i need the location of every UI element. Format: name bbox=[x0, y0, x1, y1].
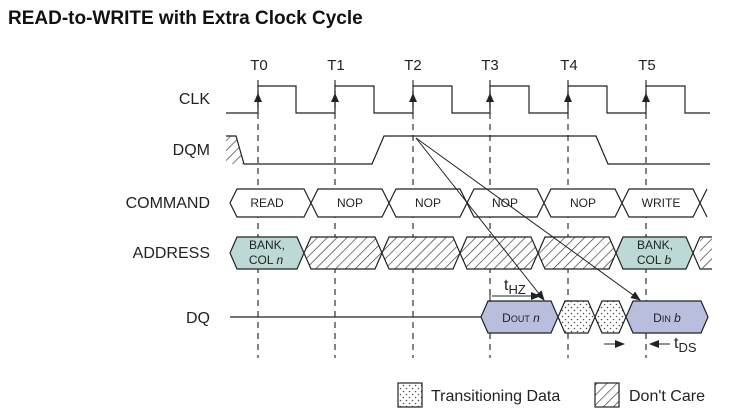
rising-edge-arrow-t5 bbox=[642, 93, 650, 102]
address-dont-care-1 bbox=[303, 236, 383, 270]
rising-edge-arrow-t3 bbox=[486, 93, 494, 102]
address-bank-label-read: BANK, bbox=[249, 238, 285, 252]
command-label-nop-3: NOP bbox=[492, 196, 518, 210]
address-bus: BANK, COL n BANK, COL b bbox=[229, 236, 712, 270]
signal-labels: CLK DQM COMMAND ADDRESS DQ bbox=[126, 91, 211, 327]
dq-bus: DOUT n DIN b bbox=[230, 300, 709, 334]
clk-rising-edge-arrows bbox=[254, 93, 650, 102]
dqm-to-dq-din-arrow bbox=[415, 137, 641, 301]
dq-dout-label: DOUT n bbox=[502, 311, 540, 325]
dq-transitioning-1 bbox=[557, 300, 596, 334]
tds-label: tDS bbox=[674, 335, 697, 355]
rising-edge-arrow-t4 bbox=[564, 93, 572, 102]
dq-din-b-cell bbox=[625, 300, 709, 334]
signal-label-clk: CLK bbox=[179, 91, 210, 108]
legend-dont-care-label: Don't Care bbox=[629, 388, 705, 405]
command-label-nop-1: NOP bbox=[337, 196, 363, 210]
command-label-write: WRITE bbox=[642, 196, 681, 210]
dqm-to-dq-hz-arrow bbox=[415, 137, 545, 301]
tick-label-t0: T0 bbox=[250, 57, 268, 74]
address-col-label-read: COL n bbox=[249, 253, 284, 267]
address-dont-care-4 bbox=[537, 236, 617, 270]
tds-timing: tDS bbox=[604, 335, 697, 355]
rising-edge-arrow-t2 bbox=[409, 93, 417, 102]
address-col-label-write: COL b bbox=[637, 253, 672, 267]
command-label-nop-2: NOP bbox=[415, 196, 441, 210]
legend: Transitioning Data Don't Care bbox=[397, 382, 705, 408]
clk-waveform bbox=[226, 85, 710, 114]
command-label-nop-4: NOP bbox=[570, 196, 596, 210]
address-dont-care-3 bbox=[459, 236, 539, 270]
address-continuation bbox=[692, 236, 712, 270]
command-continuation bbox=[699, 188, 708, 218]
rising-edge-arrow-t0 bbox=[254, 93, 262, 102]
address-dont-care-tail bbox=[700, 238, 712, 268]
diagram-title: READ-to-WRITE with Extra Clock Cycle bbox=[8, 8, 363, 29]
rising-edge-arrow-t1 bbox=[331, 93, 339, 102]
legend-transitioning-swatch bbox=[397, 382, 423, 408]
dqm-waveform bbox=[226, 135, 710, 165]
tick-label-t3: T3 bbox=[481, 57, 499, 74]
dq-transitioning-2 bbox=[594, 300, 627, 334]
tick-label-t2: T2 bbox=[404, 57, 422, 74]
tick-label-t1: T1 bbox=[327, 57, 345, 74]
dq-din-label: DIN b bbox=[653, 311, 681, 325]
clock-tick-labels: T0 T1 T2 T3 T4 T5 bbox=[250, 57, 656, 74]
signal-label-dqm: DQM bbox=[173, 142, 210, 159]
causality-arrows bbox=[415, 137, 641, 301]
signal-label-command: COMMAND bbox=[126, 195, 210, 212]
dqm-level-line bbox=[226, 135, 710, 165]
legend-transitioning-label: Transitioning Data bbox=[431, 388, 560, 405]
thz-label: tHZ bbox=[504, 277, 526, 297]
address-dont-care-2 bbox=[381, 236, 461, 270]
tick-label-t5: T5 bbox=[638, 57, 656, 74]
address-bank-label-write: BANK, bbox=[637, 238, 673, 252]
thz-timing: tHZ bbox=[489, 277, 541, 302]
command-label-read: READ bbox=[250, 196, 284, 210]
dqm-dont-care-region bbox=[226, 136, 244, 164]
legend-dont-care-swatch bbox=[594, 382, 620, 408]
signal-label-dq: DQ bbox=[186, 310, 210, 327]
tick-label-t4: T4 bbox=[560, 57, 578, 74]
signal-label-address: ADDRESS bbox=[133, 245, 210, 262]
command-bus: READ NOP NOP NOP NOP WRITE bbox=[229, 188, 708, 218]
